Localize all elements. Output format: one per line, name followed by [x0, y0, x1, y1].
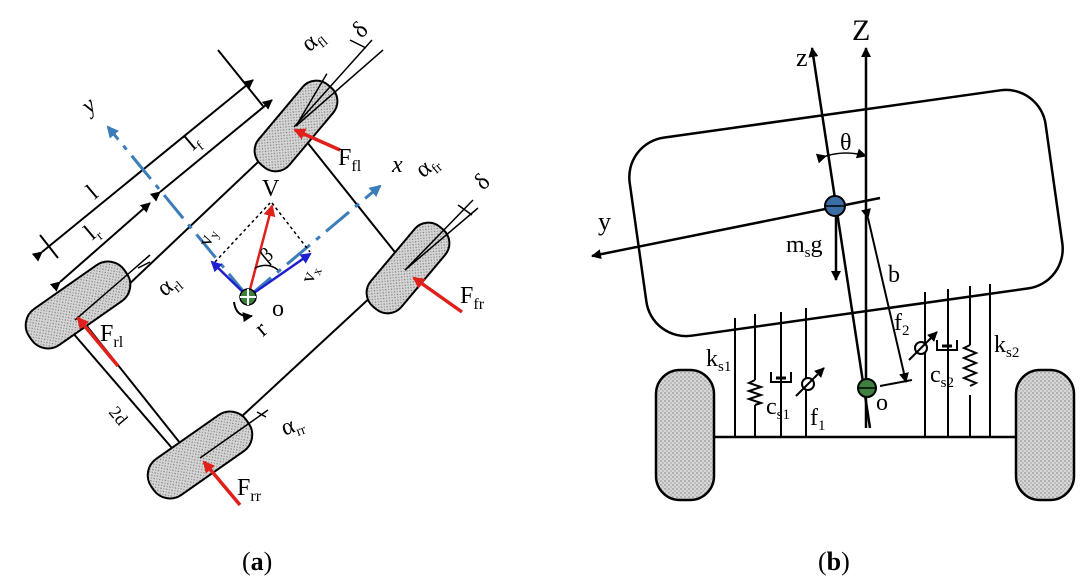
label-cs2: cs2	[930, 362, 954, 391]
suspension-links	[734, 284, 991, 437]
label-force-fr: Ffr	[460, 283, 485, 313]
diagram-b: Z z θ y msg b f1 f2 ks1 ks2 cs1 cs2 o	[591, 14, 1076, 502]
label-b: b	[888, 262, 900, 288]
label-f2: f2	[894, 310, 910, 339]
label-vx: vx	[297, 262, 325, 286]
label-y-b: y	[598, 207, 611, 236]
label-cs1: cs1	[766, 394, 790, 423]
actuator-f2	[908, 331, 938, 361]
axis-z-arrow	[808, 47, 872, 429]
label-theta: θ	[840, 130, 852, 156]
label-force-fl: Ffl	[338, 145, 362, 175]
roll-center-o	[857, 378, 877, 398]
damper-right	[936, 340, 958, 351]
axis-y-arrow	[106, 125, 250, 298]
label-o-b: o	[876, 390, 888, 416]
label-alpha-rl: αrl	[152, 268, 187, 304]
label-track: 2d	[105, 402, 132, 429]
label-ks1: ks1	[706, 346, 731, 375]
theta-arc	[815, 148, 867, 164]
dimension-lines	[31, 79, 273, 463]
vx-arrow	[247, 252, 312, 299]
label-force-rr: Frr	[237, 475, 262, 505]
label-wheelbase: l	[82, 180, 104, 204]
body-axes	[106, 125, 382, 299]
wheel-rl	[24, 260, 132, 350]
vx-projection	[271, 202, 311, 253]
roll-center-tick	[879, 379, 913, 387]
cg-b	[824, 195, 846, 217]
force-fl-arrow	[293, 128, 341, 152]
dim-2d	[62, 321, 185, 463]
spring-right	[961, 344, 979, 387]
vehicle-body	[628, 88, 1064, 338]
dim-l	[31, 79, 254, 262]
dim-lf	[149, 99, 273, 202]
caption-b: (b)	[818, 547, 850, 576]
slip-angle-marks	[137, 39, 473, 418]
label-Z: Z	[852, 14, 870, 47]
label-alpha-fl: αfl	[296, 23, 331, 59]
force-rl-arrow	[76, 316, 120, 368]
label-velocity: V	[262, 176, 280, 202]
yaw-rate-arc	[233, 301, 253, 323]
diagram-a: y x V vy vx β o r l lf lr 2d δ δ αfl αfr…	[24, 17, 496, 507]
label-alpha-rr: αrr	[278, 409, 309, 444]
dim-lr	[49, 202, 151, 292]
label-axis-y: y	[75, 92, 102, 120]
caption-a: (a)	[242, 547, 272, 576]
cg-origin-a	[233, 288, 257, 323]
wheel-right	[1014, 368, 1076, 502]
label-alpha-fr: αfr	[410, 149, 446, 186]
beta-arc	[254, 264, 279, 271]
label-beta: β	[256, 244, 278, 267]
label-force-rl: Frl	[100, 321, 124, 351]
label-vy: vy	[194, 225, 222, 249]
dim-b	[861, 208, 909, 383]
force-fr-arrow	[412, 276, 464, 314]
label-delta-right: δ	[469, 169, 495, 195]
velocity-arrow	[246, 204, 276, 298]
label-delta-top: δ	[347, 17, 373, 43]
force-rr-arrow	[202, 460, 242, 507]
wheel-left	[654, 368, 716, 502]
vy-projection	[214, 202, 271, 263]
label-f1: f1	[810, 405, 826, 434]
axis-x-arrow	[247, 184, 382, 299]
label-axis-x: x	[391, 152, 403, 178]
label-lr: lr	[79, 218, 107, 248]
label-origin-a: o	[272, 296, 284, 322]
tire-forces	[76, 128, 464, 507]
label-lf: lf	[180, 128, 208, 158]
label-ks2: ks2	[994, 332, 1019, 361]
label-msg: msg	[786, 232, 823, 261]
damper-left	[770, 372, 792, 383]
label-yaw-rate: r	[250, 317, 273, 342]
label-z: z	[796, 43, 808, 72]
spring-left	[745, 379, 765, 406]
actuator-f1	[795, 367, 825, 397]
